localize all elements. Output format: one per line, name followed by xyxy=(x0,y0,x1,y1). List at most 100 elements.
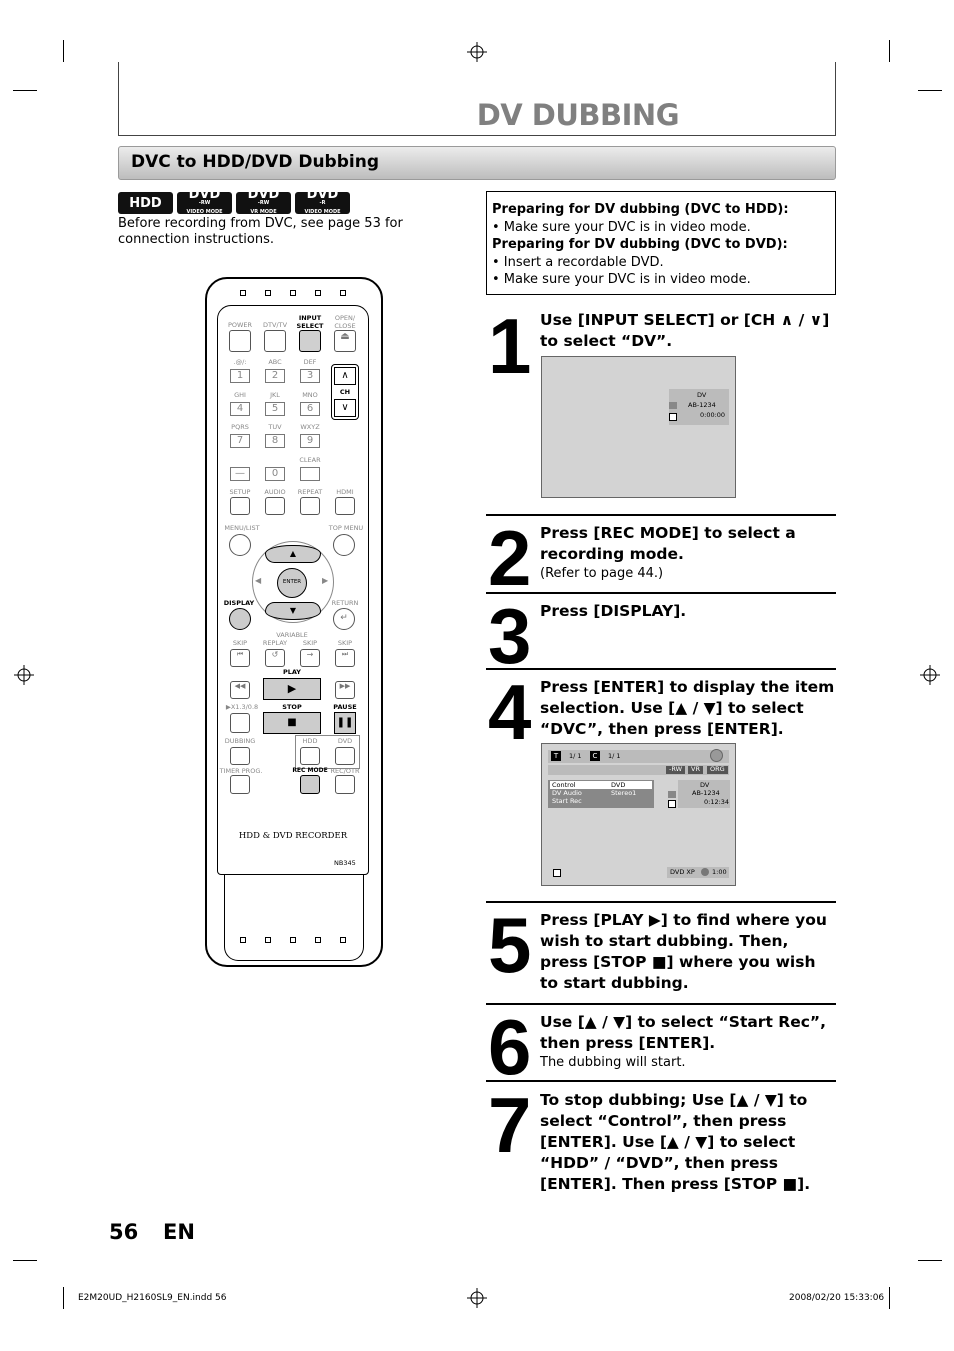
step-number: 5 xyxy=(488,901,531,989)
stop-status-icon xyxy=(669,413,677,421)
menu-item-control[interactable]: Control xyxy=(552,781,576,789)
timer-prog-button[interactable] xyxy=(230,775,250,794)
top-menu-button[interactable] xyxy=(333,534,355,556)
skip-forward-button[interactable]: ⏭ xyxy=(335,649,355,667)
step-text: Use [INPUT SELECT] or [CH ∧ / ∨] to sele… xyxy=(540,311,830,350)
power-button[interactable] xyxy=(229,330,251,352)
skip-button[interactable]: → xyxy=(300,649,320,667)
skip-label: SKIP xyxy=(337,639,353,647)
variable-label: VARIABLE xyxy=(276,631,308,639)
slow-button[interactable] xyxy=(230,713,250,733)
fast-forward-button[interactable]: ▶▶ xyxy=(335,681,355,699)
repeat-button[interactable] xyxy=(300,497,320,515)
step-divider xyxy=(486,1080,836,1082)
pause-label: PAUSE xyxy=(333,703,357,711)
digit-9-button[interactable]: 9 xyxy=(300,434,320,448)
step-note: The dubbing will start. xyxy=(540,1055,686,1070)
open-close-label: OPEN/ CLOSE xyxy=(334,314,356,330)
step-number: 1 xyxy=(488,302,531,390)
display-label: DISPLAY xyxy=(223,599,255,607)
dpad-right-button[interactable]: ▶ xyxy=(322,576,329,585)
menu-item-dv-audio[interactable]: DV Audio xyxy=(552,789,582,797)
digit-0-button[interactable]: 0 xyxy=(265,467,285,481)
osd-time: 0:12:34 xyxy=(704,798,730,806)
osd-info-panel xyxy=(669,389,729,425)
return-button[interactable]: ↵ xyxy=(333,608,355,630)
step-number: 7 xyxy=(488,1081,531,1169)
digit-5-button[interactable]: 5 xyxy=(265,402,285,416)
crop-mark xyxy=(918,90,942,91)
step-text: Press [PLAY ▶] to find where you wish to… xyxy=(540,911,827,992)
menu-list-label: MENU/LIST xyxy=(224,524,260,532)
channel-down-button[interactable]: ∨ xyxy=(334,399,356,417)
registration-mark-icon xyxy=(14,665,34,685)
speed-label: ▶X1.3/0.8 xyxy=(225,703,259,711)
clear-button[interactable] xyxy=(300,467,320,481)
registration-mark-icon xyxy=(467,1288,487,1308)
step-text: Use [▲ / ▼] to select “Start Rec”, then … xyxy=(540,1012,838,1071)
channel-up-button[interactable]: ∧ xyxy=(334,367,356,385)
rec-otr-button[interactable] xyxy=(335,775,355,794)
hdd-button[interactable] xyxy=(300,747,320,765)
digit-2-button[interactable]: 2 xyxy=(265,369,285,383)
play-button[interactable]: ▶ xyxy=(263,678,321,700)
digit-8-button[interactable]: 8 xyxy=(265,434,285,448)
rec-mode-button[interactable] xyxy=(300,775,320,794)
pause-button[interactable]: ❚❚ xyxy=(334,712,356,734)
footer-timestamp: 2008/02/20 15:33:06 xyxy=(789,1293,885,1303)
setup-button[interactable] xyxy=(230,497,250,515)
enter-button[interactable]: ENTER xyxy=(277,568,307,598)
digit-4-button[interactable]: 4 xyxy=(230,402,250,416)
power-label: POWER xyxy=(227,321,253,329)
dtvtv-button[interactable] xyxy=(264,330,286,352)
dpad-up-button[interactable]: ▲ xyxy=(265,545,321,563)
crop-mark xyxy=(63,1287,64,1309)
brand-label: HDD & DVD RECORDER xyxy=(238,831,348,841)
digit-1-button[interactable]: 1 xyxy=(230,369,250,383)
replay-button[interactable]: ↺ xyxy=(265,649,285,667)
key-label: WXYZ xyxy=(300,423,320,431)
input-select-button[interactable] xyxy=(299,330,321,352)
remote-panel xyxy=(217,305,369,875)
display-button[interactable] xyxy=(229,608,251,630)
skip-back-button[interactable]: ⏮ xyxy=(230,649,250,667)
hdmi-button[interactable] xyxy=(335,497,355,515)
audio-button[interactable] xyxy=(265,497,285,515)
dubbing-frame xyxy=(295,735,360,769)
digit-6-button[interactable]: 6 xyxy=(300,402,320,416)
dvd-button[interactable] xyxy=(335,747,355,765)
dpad-down-button[interactable]: ▼ xyxy=(265,602,321,620)
rewind-button[interactable]: ◀◀ xyxy=(230,681,250,699)
remaining-time: 1:00 xyxy=(712,868,727,876)
digit-3-button[interactable]: 3 xyxy=(300,369,320,383)
tape-icon xyxy=(668,791,676,798)
osd-menu-highlight xyxy=(550,781,652,789)
dpad-left-button[interactable]: ◀ xyxy=(255,576,262,585)
step-divider xyxy=(486,592,836,594)
stop-button[interactable]: ■ xyxy=(263,712,321,734)
registration-mark-icon xyxy=(467,42,487,62)
replay-label: REPLAY xyxy=(262,639,288,647)
dash-button[interactable]: — xyxy=(230,467,250,481)
hdmi-label: HDMI xyxy=(336,488,354,496)
menu-list-button[interactable] xyxy=(229,534,251,556)
dubbing-button[interactable] xyxy=(230,747,250,765)
play-label: PLAY xyxy=(282,668,302,676)
step-divider xyxy=(486,514,836,516)
media-tag: -RW xyxy=(666,765,686,774)
menu-item-start-rec[interactable]: Start Rec xyxy=(552,797,582,805)
indicator-dot xyxy=(315,290,321,296)
rec-mode-label: REC MODE xyxy=(292,767,328,774)
step-instruction: Press [REC MODE] to select a recording m… xyxy=(540,524,796,563)
digit-7-button[interactable]: 7 xyxy=(230,434,250,448)
footer-filename: E2M20UD_H2160SL9_EN.indd 56 xyxy=(78,1293,227,1303)
prep-dvd-item: • Make sure your DVC is in video mode. xyxy=(492,272,751,288)
open-close-button[interactable]: ⏏ xyxy=(334,330,356,352)
intro-text: Before recording from DVC, see page 53 f… xyxy=(118,216,403,247)
key-label: PQRS xyxy=(231,423,249,431)
section-title: DVC to HDD/DVD Dubbing xyxy=(131,152,379,172)
crop-mark xyxy=(918,1260,942,1261)
hdd-badge: HDD xyxy=(118,192,173,214)
step-divider xyxy=(486,668,836,670)
